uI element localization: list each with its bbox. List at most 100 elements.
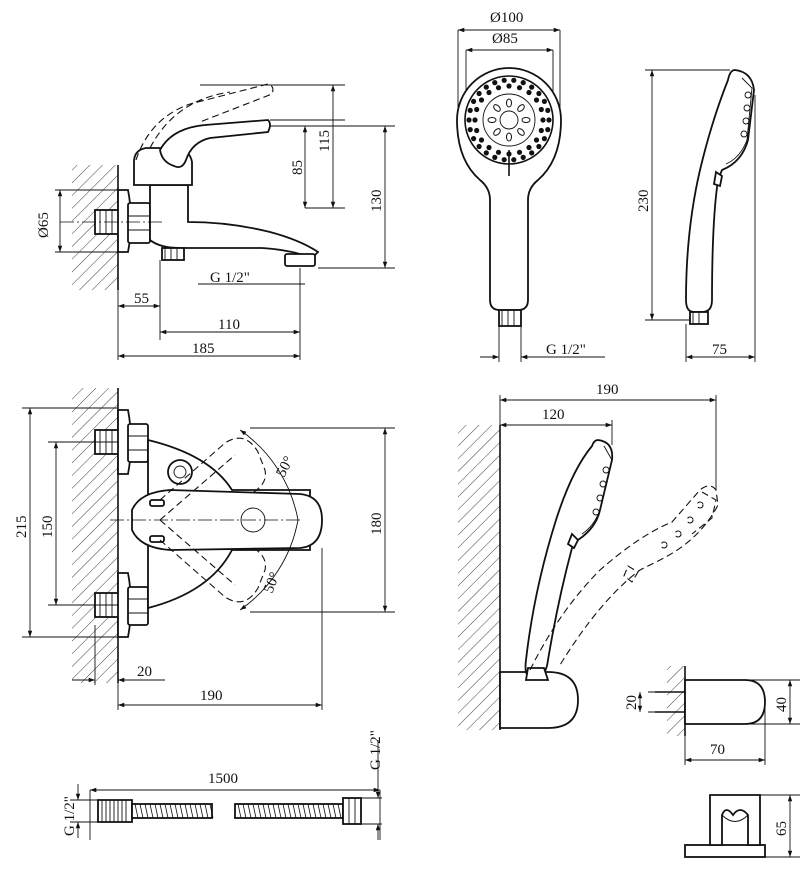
- nozzle-dot: [541, 98, 548, 104]
- hose-rib: [189, 803, 194, 819]
- nozzle-dot: [529, 84, 535, 90]
- nozzle-dot: [536, 143, 542, 150]
- hose-rib: [199, 803, 204, 819]
- nozzle-dot: [520, 80, 526, 86]
- dim-h230: 230: [636, 190, 652, 213]
- dim-w70-holder: 70: [710, 742, 725, 758]
- nozzle-dot: [511, 157, 517, 163]
- hose-rib: [332, 803, 337, 819]
- nozzle-dot: [483, 84, 489, 90]
- dim-g12-mixer: G 1/2": [210, 270, 250, 286]
- hose-rib: [302, 803, 307, 819]
- hose-rib: [312, 803, 317, 819]
- nozzle-dot: [476, 90, 482, 97]
- mixer-top-view: 50° 50° 215 150 180 20 190: [14, 388, 395, 710]
- hose-rib: [272, 803, 277, 819]
- nozzle-dot: [545, 127, 551, 133]
- dim-w190-side: 190: [596, 382, 619, 398]
- dim-w110: 110: [218, 317, 240, 333]
- holder-detail-view: 20 40 70: [624, 666, 800, 765]
- hose-rib: [277, 803, 282, 819]
- dim-w185: 185: [192, 341, 215, 357]
- dim-hose-length: 1500: [208, 771, 238, 787]
- nozzle-dot: [506, 83, 512, 89]
- hose-rib: [252, 803, 257, 819]
- nozzle-dot: [495, 85, 502, 91]
- hose-rib: [149, 803, 154, 819]
- shower-head-front-view: Ø100 Ø85 G 1/2": [456, 10, 605, 362]
- dim-h215: 215: [14, 516, 30, 539]
- nozzle-dot: [474, 127, 480, 134]
- nozzle-dot: [467, 107, 473, 113]
- shower-head-side-view: 230 75: [636, 69, 756, 362]
- nozzle-dot: [476, 143, 482, 150]
- nozzle-dot: [471, 98, 477, 104]
- dim-h130: 130: [369, 190, 385, 213]
- hose-rib: [144, 803, 149, 819]
- hose-rib: [169, 803, 174, 819]
- nozzle-pattern: [466, 77, 552, 163]
- nozzle-slot: [517, 104, 525, 112]
- nozzle-dot: [541, 136, 548, 142]
- nozzle-dot: [516, 149, 523, 155]
- hose-rib: [184, 803, 189, 819]
- nozzle-slot: [506, 132, 512, 142]
- nozzle-dot: [466, 117, 472, 123]
- nozzle-dot: [540, 117, 546, 123]
- nozzle-dot: [478, 97, 485, 103]
- dim-a50-top: 50°: [273, 454, 297, 480]
- nozzle-slot: [506, 98, 512, 108]
- dim-w20: 20: [137, 664, 152, 680]
- nozzle-dot: [506, 151, 512, 157]
- wall-hatch-holder: [458, 425, 500, 730]
- nozzle-dot: [472, 117, 478, 123]
- nozzle-dot: [501, 157, 507, 163]
- hose-rib: [317, 803, 322, 819]
- dim-h85: 85: [290, 160, 306, 175]
- nozzle-dot: [538, 106, 544, 113]
- nozzle-dot: [471, 136, 477, 142]
- nozzle-dot: [520, 154, 526, 160]
- nozzle-dot: [474, 106, 480, 113]
- hose-rib: [134, 803, 139, 819]
- nozzle-dot: [536, 90, 542, 97]
- dim-h40-holder: 40: [774, 697, 790, 712]
- dim-h115: 115: [317, 130, 333, 152]
- mixer-side-view: Ø65 85 115 130 G 1/2" 55 110 185: [36, 83, 395, 360]
- nozzle-dot: [486, 89, 492, 96]
- dim-w55: 55: [134, 291, 149, 307]
- nozzle-slot: [493, 128, 501, 136]
- hose-rib: [247, 803, 252, 819]
- dim-h180: 180: [369, 513, 385, 536]
- hose-rib: [327, 803, 332, 819]
- nozzle-dot: [486, 144, 492, 151]
- dim-a50-bottom: 50°: [261, 570, 284, 595]
- nozzle-dot: [495, 149, 502, 155]
- hose-rib: [154, 803, 159, 819]
- nozzle-dot: [467, 127, 473, 133]
- hose-rib: [337, 803, 342, 819]
- nozzle-dot: [511, 77, 517, 83]
- dim-w190-top: 190: [200, 688, 223, 704]
- dim-g12-hose-left: G 1/2": [62, 796, 78, 836]
- hose-rib: [287, 803, 292, 819]
- dim-g12-hose-right: G 1/2": [368, 730, 384, 770]
- dim-h20-holder: 20: [624, 695, 640, 710]
- hose-rib: [237, 803, 242, 819]
- nozzle-dot: [492, 80, 498, 86]
- nozzle-slot: [521, 117, 531, 123]
- nozzle-dot: [516, 85, 523, 91]
- nozzle-dot: [533, 97, 540, 103]
- hose-ribs: [134, 803, 342, 819]
- hose-rib: [262, 803, 267, 819]
- hose-rib: [322, 803, 327, 819]
- nozzle-dot: [533, 137, 540, 143]
- hose-rib: [242, 803, 247, 819]
- hose-rib: [139, 803, 144, 819]
- nozzle-dot: [483, 150, 489, 156]
- wall-hatch-holder-detail: [667, 666, 685, 736]
- dim-d65: Ø65: [36, 212, 52, 238]
- hose-rib: [292, 803, 297, 819]
- nozzle-slot: [487, 117, 497, 123]
